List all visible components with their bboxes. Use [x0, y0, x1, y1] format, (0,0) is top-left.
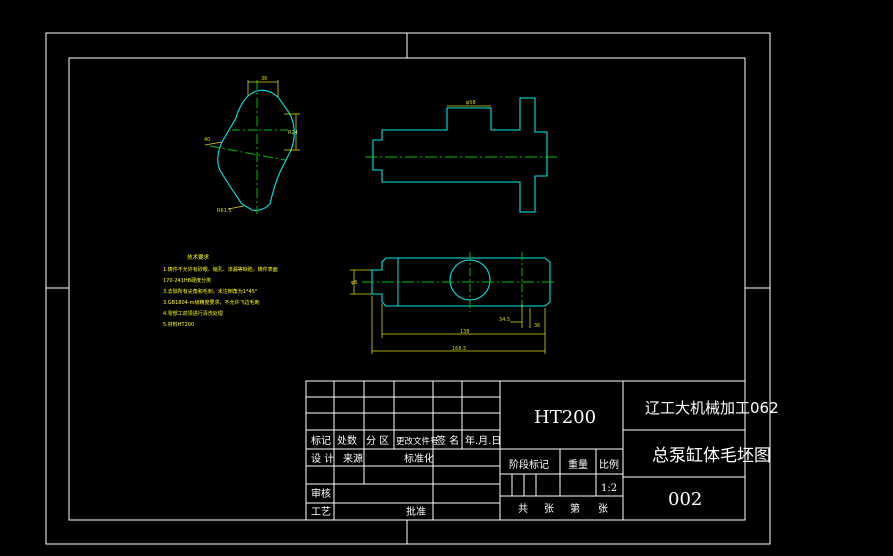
stage-mark-label: 阶段标记 — [509, 458, 549, 471]
cylinder-top-view: φ58 — [365, 97, 557, 213]
title-block-text: 标记 处数 分 区 更改文件号 签 名 年.月.日 设 计 来源 标准化 审核 … — [311, 399, 779, 518]
dim-boss-dia: φ58 — [466, 100, 476, 106]
top-view-outline — [372, 97, 548, 213]
front-view-outline — [371, 257, 551, 307]
notes-title: 技术要求 — [187, 253, 210, 261]
sheet-number-label: 第 — [570, 502, 580, 515]
dim-len-total: 166.5 — [452, 346, 466, 352]
header-date: 年.月.日 — [465, 434, 501, 447]
design-value: 来源 — [343, 452, 363, 465]
school-text: 辽工大机械加工062 — [645, 399, 779, 417]
flange-center-diagonal — [209, 145, 286, 161]
design-label: 设 计 — [311, 452, 334, 465]
note-line-5: 4.零部工前须进行清洗处理 — [163, 310, 223, 317]
process-label: 工艺 — [311, 506, 331, 518]
flange-side-view: 36 40 R24 R61.5 — [204, 76, 300, 214]
sheet-number-unit: 张 — [598, 503, 608, 515]
sheet-total-unit: 张 — [544, 503, 554, 515]
cylinder-front-view: φ6 34.5 36 138 166.5 — [350, 252, 556, 354]
note-line-4: 3.GB1804-m级精度要求，不允许飞边毛刺 — [163, 299, 259, 306]
review-label: 审核 — [311, 487, 331, 500]
note-line-3: 3.去除所有尖角和毛刺，未注倒角为1*45° — [163, 288, 258, 295]
drawing-name-text: 总泵缸体毛坯图 — [652, 445, 771, 466]
dim-top-width: 36 — [261, 76, 267, 82]
flange-outline — [217, 89, 295, 211]
ratio-label: 比例 — [599, 458, 619, 471]
header-change-doc: 更改文件号 — [396, 436, 439, 447]
dim-len-inner: 138 — [460, 329, 470, 335]
header-count: 处数 — [337, 434, 357, 447]
note-line-6: 5.材料HT200 — [163, 321, 194, 328]
centering-marks — [46, 33, 770, 544]
dim-step-b: 36 — [534, 323, 540, 329]
material-text: HT200 — [534, 407, 596, 428]
dim-bottom-radius: R61.5 — [217, 208, 232, 214]
weight-label: 重量 — [568, 458, 588, 471]
approve-label: 批准 — [406, 505, 426, 518]
header-mark: 标记 — [311, 435, 331, 447]
dim-right-height: R24 — [288, 130, 298, 136]
note-line-1: 1.铸件不允许有砂眼、缩孔、渗漏等缺陷，铸件表面 — [163, 266, 278, 273]
standardize-label: 标准化 — [404, 452, 434, 465]
note-line-2: 170-241HB硬度分类 — [163, 277, 211, 284]
header-zone: 分 区 — [366, 435, 389, 447]
title-block — [305, 380, 746, 521]
header-signature: 签 名 — [436, 434, 459, 447]
technical-notes: 技术要求 1.铸件不允许有砂眼、缩孔、渗漏等缺陷，铸件表面 170-241HB硬… — [163, 253, 278, 328]
outer-border — [45, 32, 771, 545]
scale-value: 1:2 — [601, 483, 617, 494]
dim-step-a: 34.5 — [499, 317, 510, 323]
drawing-number-text: 002 — [668, 489, 702, 510]
dim-angle: 40 — [204, 137, 210, 143]
dim-left-height: φ6 — [351, 280, 357, 286]
sheet-total-label: 共 — [518, 503, 528, 515]
